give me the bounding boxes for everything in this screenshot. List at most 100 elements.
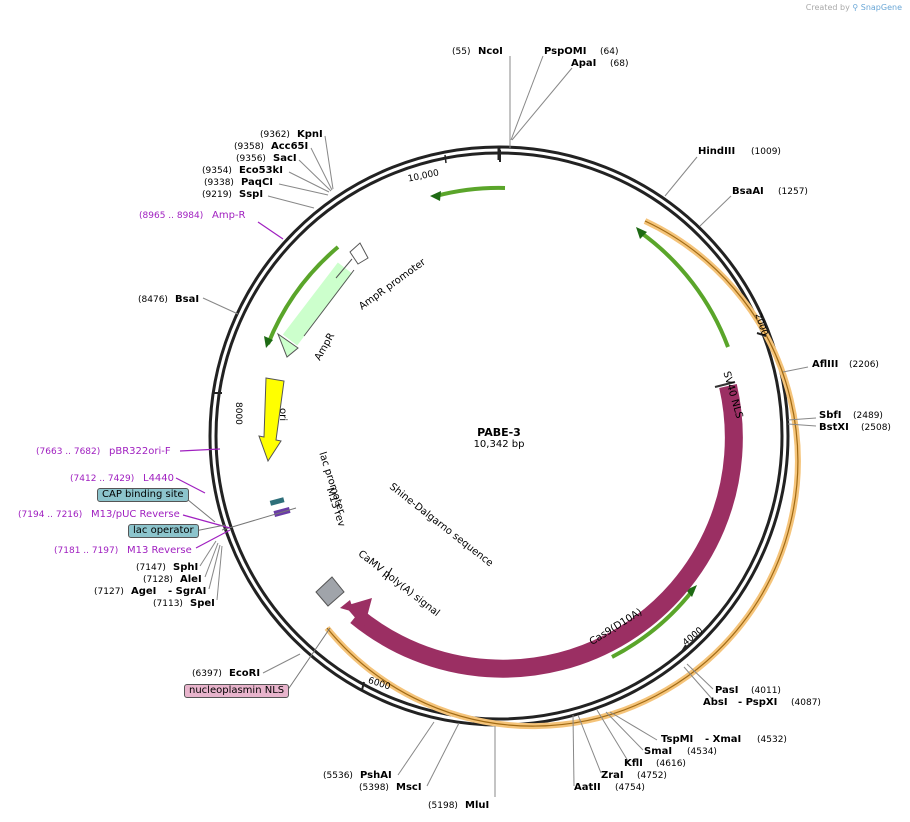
site-bstxi[interactable]: BstXI	[819, 422, 849, 433]
site-agei-pos: (7127)	[94, 587, 124, 597]
site-agei[interactable]: AgeI	[131, 586, 156, 597]
site-msci[interactable]: MscI	[396, 782, 422, 793]
site-pasi[interactable]: PasI	[715, 685, 738, 696]
ori-feature[interactable]	[258, 377, 285, 463]
site-sspi[interactable]: SspI	[239, 189, 263, 200]
site-apai[interactable]: ApaI	[571, 58, 596, 69]
site-pasi-pos: (4011)	[751, 686, 781, 696]
site-pspxi[interactable]: - PspXI	[738, 697, 777, 708]
tick-label-10000: 10,000	[407, 168, 440, 184]
ampr-promoter-feature	[349, 242, 369, 265]
site-acc65i[interactable]: Acc65I	[271, 141, 308, 152]
snapgene-credit: Created by ⚲ SnapGene	[806, 3, 902, 12]
label-ori: ori	[277, 408, 288, 421]
site-absi[interactable]: AbsI	[703, 697, 728, 708]
site-bsai[interactable]: BsaI	[175, 294, 199, 305]
tick-label-2000: 2000	[752, 312, 769, 337]
green-arrow-lower	[611, 588, 695, 659]
green-arrow-top	[435, 185, 506, 198]
site-apai-pos: (68)	[610, 59, 628, 69]
primer-m13puc-pos: (7194 .. 7216)	[18, 510, 82, 520]
tick-label-4000: 4000	[681, 626, 705, 649]
site-saci[interactable]: SacI	[273, 153, 297, 164]
lac-feature-1	[269, 497, 285, 506]
site-mlui[interactable]: MluI	[465, 800, 489, 811]
tick-6000	[361, 681, 365, 691]
site-ncoi-pos: (55)	[452, 47, 470, 57]
primer-m13rev-pos: (7181 .. 7197)	[54, 546, 118, 556]
primer-ampr-pos: (8965 .. 8984)	[139, 211, 203, 221]
site-eco53ki[interactable]: Eco53kI	[239, 165, 283, 176]
site-zrai[interactable]: ZraI	[601, 770, 624, 781]
site-zrai-pos: (4752)	[637, 771, 667, 781]
cap-binding-site-label[interactable]: CAP binding site	[97, 488, 189, 502]
site-ncoi[interactable]: NcoI	[478, 46, 503, 57]
site-sbfi-pos: (2489)	[853, 411, 883, 421]
tick-10000	[444, 154, 447, 164]
site-alei-pos: (7128)	[143, 575, 173, 585]
site-kpni[interactable]: KpnI	[297, 129, 323, 140]
ampr-feature[interactable]	[282, 262, 353, 346]
tick-label-8000: 8000	[233, 402, 243, 425]
primer-l4440[interactable]: L4440	[143, 473, 174, 484]
plasmid-name: PABE-3	[477, 426, 521, 439]
site-afliii[interactable]: AflIII	[812, 359, 838, 370]
site-xmai[interactable]: - XmaI	[705, 734, 741, 745]
credit-brand: SnapGene	[860, 3, 902, 12]
site-paqci-pos: (9338)	[204, 178, 234, 188]
nls-leader	[286, 627, 331, 692]
ampr-arrowhead	[276, 332, 299, 358]
site-kfli-pos: (4616)	[656, 759, 686, 769]
primer-m13puc[interactable]: M13/pUC Reverse	[91, 509, 180, 520]
site-hindiii[interactable]: HindIII	[698, 146, 735, 157]
site-eco53ki-pos: (9354)	[202, 166, 232, 176]
site-spei[interactable]: SpeI	[190, 598, 215, 609]
orange-feature-line	[326, 220, 799, 727]
shine-dalgarno-marker	[384, 567, 393, 581]
site-alei[interactable]: AleI	[180, 574, 202, 585]
site-kpni-pos: (9362)	[260, 130, 290, 140]
site-pspxi-pos: (4087)	[791, 698, 821, 708]
green-arrow-right	[638, 230, 730, 348]
site-msci-pos: (5398)	[359, 783, 389, 793]
site-sphi[interactable]: SphI	[173, 562, 198, 573]
nucleoplasmin-nls-label[interactable]: nucleoplasmin NLS	[184, 684, 290, 698]
site-pshai[interactable]: PshAI	[360, 770, 392, 781]
site-paqci[interactable]: PaqCI	[241, 177, 273, 188]
sv40-marker	[714, 381, 736, 388]
primer-l4440-pos: (7412 .. 7429)	[70, 474, 134, 484]
site-bsaai[interactable]: BsaAI	[732, 186, 764, 197]
site-bstxi-pos: (2508)	[861, 423, 891, 433]
label-ampr: AmpR	[313, 331, 337, 362]
cas9-feature[interactable]	[350, 383, 743, 678]
site-sbfi[interactable]: SbfI	[819, 410, 841, 421]
tick-4000	[680, 644, 687, 654]
primer-ampr[interactable]: Amp-R	[212, 210, 246, 221]
tick-2000	[756, 332, 767, 337]
site-leaders	[199, 55, 817, 797]
label-shine-dalgarno: Shine-Dalgarno sequence	[387, 481, 495, 569]
site-pspomi[interactable]: PspOMI	[544, 46, 586, 57]
ampr-outline	[303, 258, 355, 337]
green-arrow-right-head	[636, 227, 647, 239]
lac-operator-label[interactable]: lac operator	[128, 524, 199, 538]
plasmid-length: 10,342 bp	[474, 439, 525, 450]
site-ecori-pos: (6397)	[192, 669, 222, 679]
site-sgrai[interactable]: - SgrAI	[168, 586, 206, 597]
site-tspmi[interactable]: TspMI	[661, 734, 693, 745]
sv40-small-feature	[340, 600, 354, 612]
snapgene-logo-icon: ⚲	[852, 3, 859, 12]
site-ecori[interactable]: EcoRI	[229, 668, 260, 679]
primer-pbr[interactable]: pBR322ori-F	[109, 446, 171, 457]
grey-feature	[315, 576, 345, 607]
green-arrow-top-head	[430, 191, 441, 201]
site-kfli[interactable]: KflI	[624, 758, 643, 769]
site-smai[interactable]: SmaI	[644, 746, 672, 757]
credit-prefix: Created by	[805, 3, 850, 12]
site-saci-pos: (9356)	[236, 154, 266, 164]
primer-m13rev[interactable]: M13 Reverse	[127, 545, 192, 556]
site-aatii[interactable]: AatII	[574, 782, 601, 793]
site-xmai-pos: (4532)	[757, 735, 787, 745]
site-pspomi-pos: (64)	[600, 47, 618, 57]
